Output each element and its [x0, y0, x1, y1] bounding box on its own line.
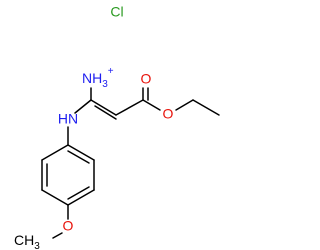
bond-ch-carbonyl: [115, 99, 144, 116]
ammonium-label: NH3+: [82, 66, 114, 90]
bond-layer: [41, 87, 220, 239]
bond-c-c-double-a: [90, 99, 117, 116]
ring-bond-6: [67, 144, 95, 161]
bond-ether-o-methyl: [52, 232, 63, 239]
amine-label: HN: [58, 111, 78, 127]
bond-c-c-double-b: [94, 105, 117, 120]
bond-ester-o-ch2: [175, 99, 194, 111]
ester-oxygen-label: O: [163, 106, 174, 122]
ammonium-symbol: NH: [82, 70, 102, 86]
carbonyl-oxygen-label: O: [141, 71, 152, 87]
bond-ch2-ch3: [192, 99, 220, 116]
methyl-subscript: 3: [34, 241, 40, 250]
ring-bond-4: [67, 189, 95, 206]
molecule-structure: Cl NH3+ HN O O O CH3: [14, 4, 220, 250]
atom-label-layer: Cl NH3+ HN O O O CH3: [14, 4, 174, 250]
chloride-label: Cl: [110, 4, 123, 20]
ammonium-charge: +: [108, 66, 114, 77]
ring-bond-1: [41, 144, 69, 161]
bond-carbonyl-ester-o: [142, 99, 161, 111]
ammonium-subscript: 3: [102, 79, 108, 90]
bond-c-hn: [74, 99, 92, 114]
methyl-symbol: CH: [14, 232, 34, 248]
methyl-label: CH3: [14, 232, 40, 250]
ether-oxygen-label: O: [63, 218, 74, 234]
ring-bond-3: [41, 189, 69, 206]
ring-inner-bond-3: [67, 150, 90, 164]
structure-canvas: Cl NH3+ HN O O O CH3: [14, 3, 220, 250]
ring-inner-bond-2: [67, 186, 90, 200]
